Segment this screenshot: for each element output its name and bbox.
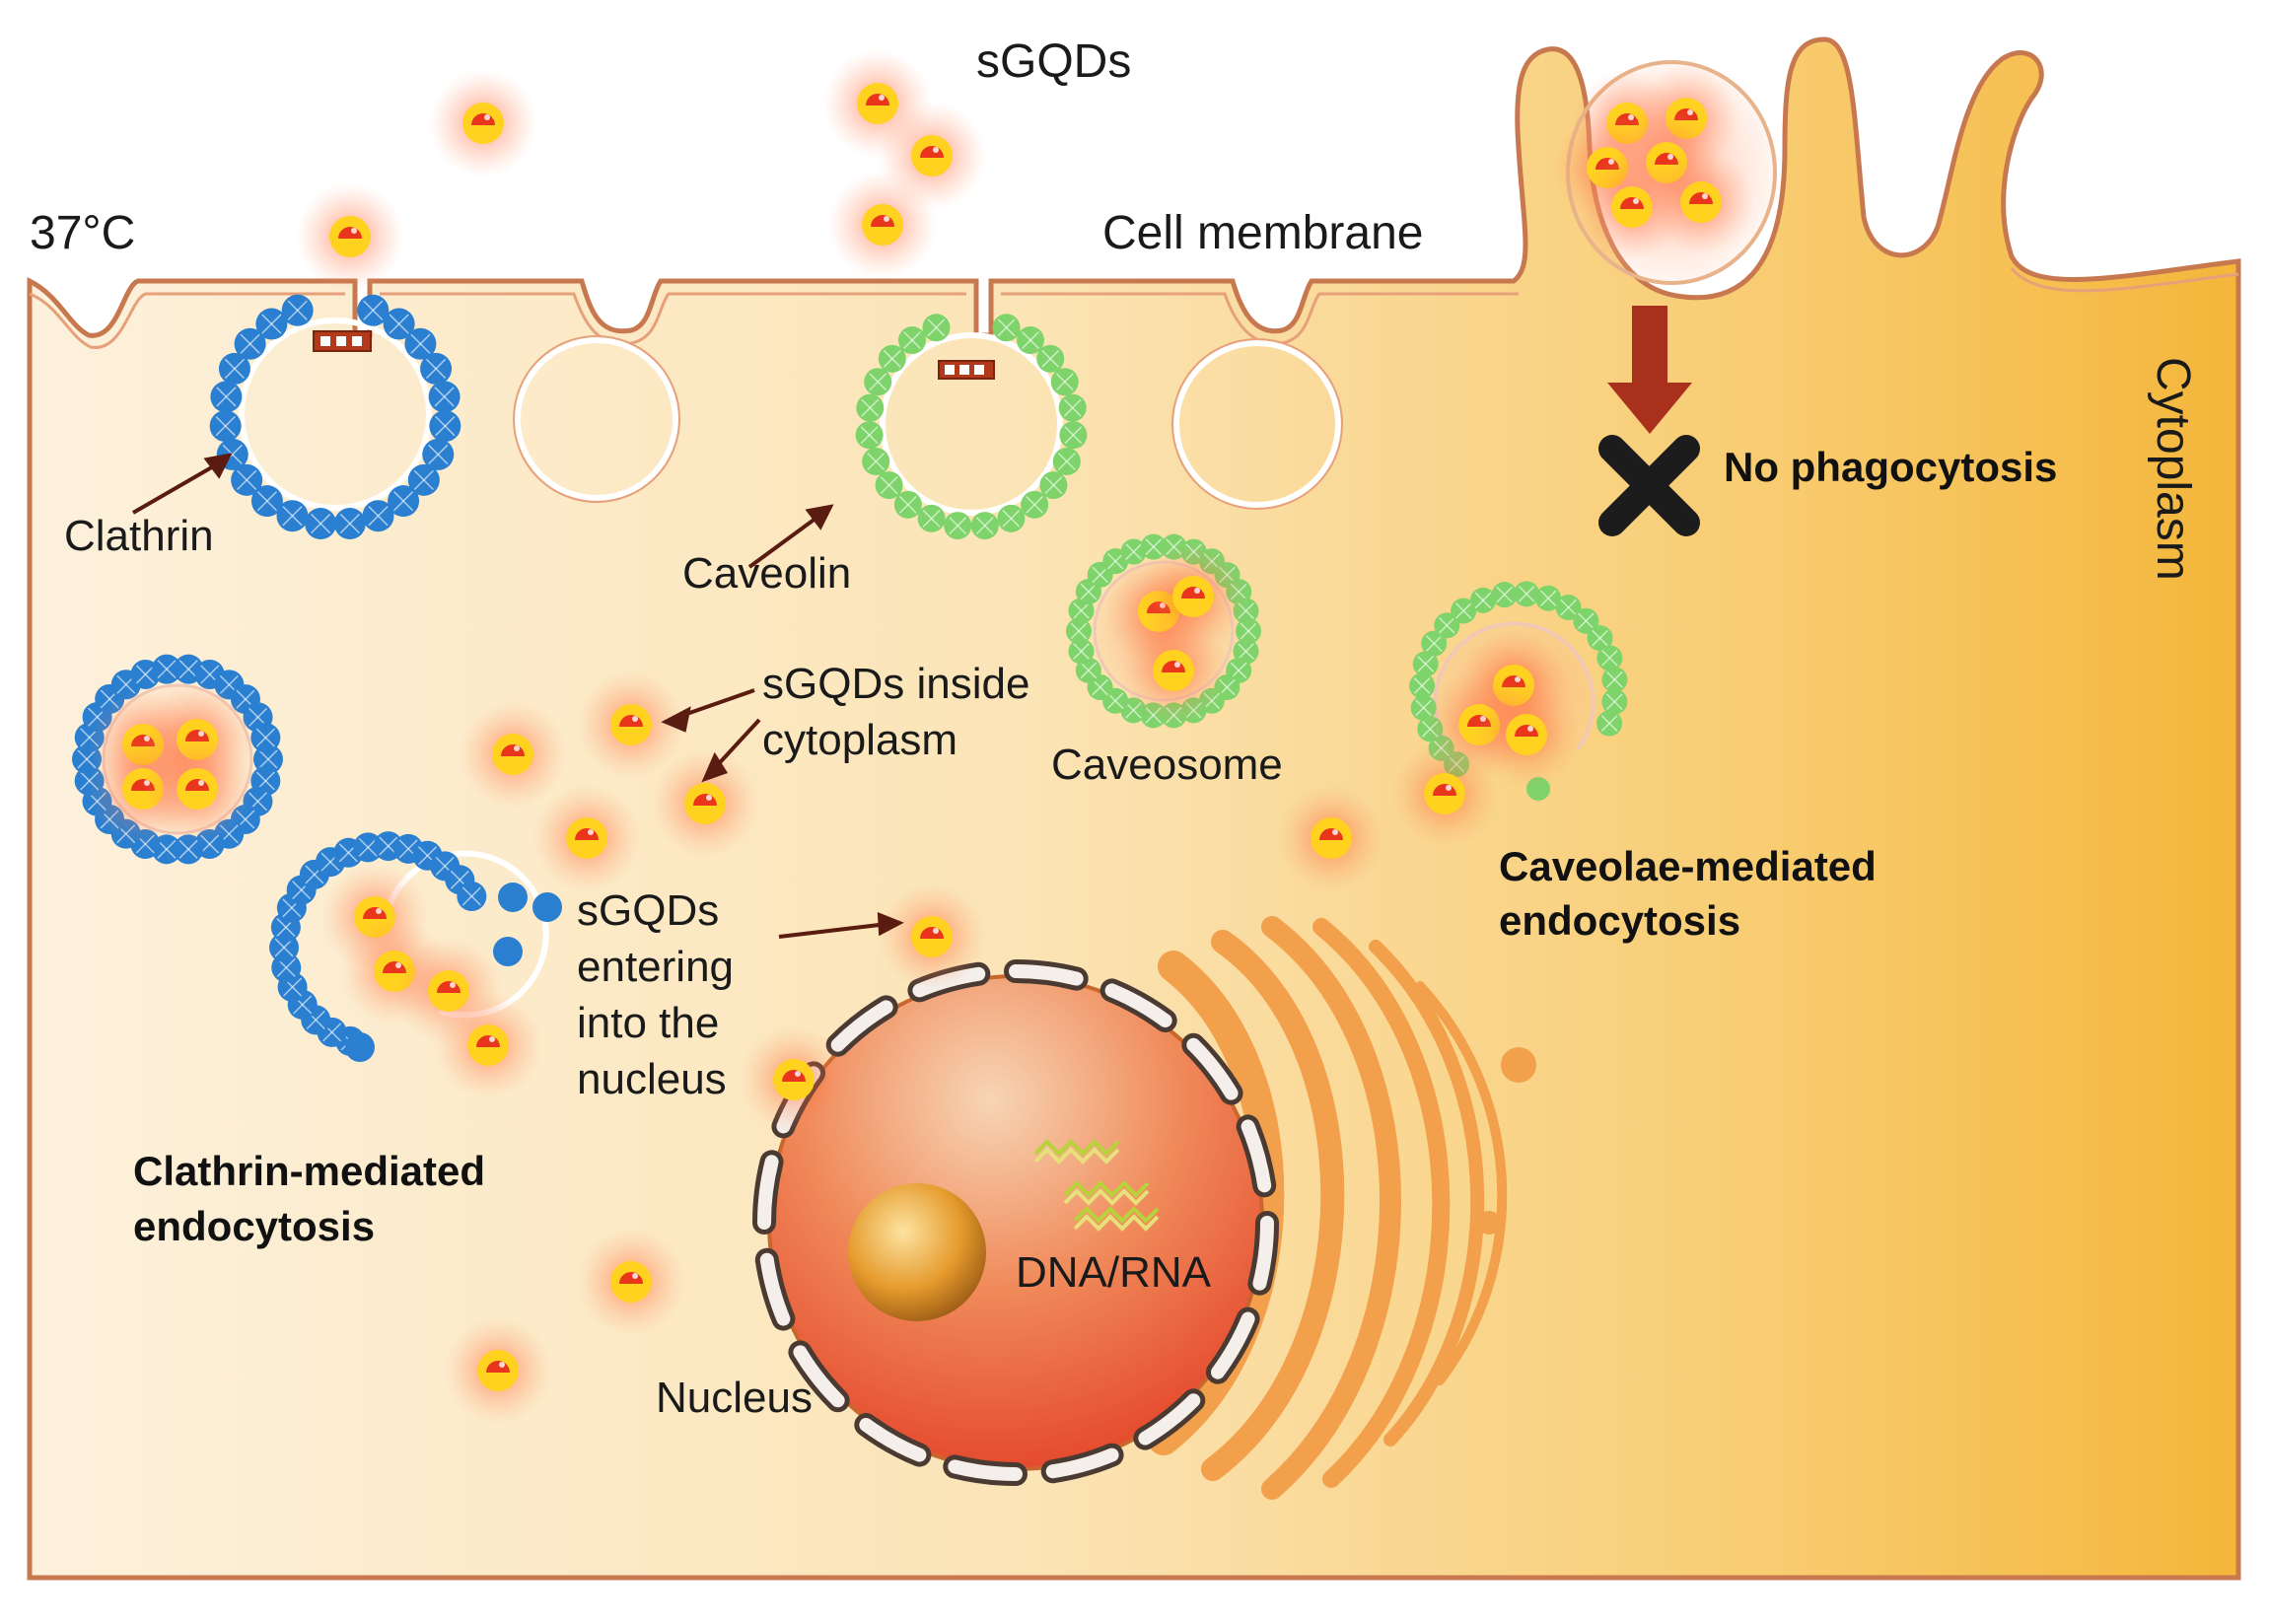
- sgqds-entering-label-2: entering: [577, 943, 734, 991]
- sgqd-particle: [1277, 784, 1385, 892]
- sgqd-particle: [651, 749, 759, 858]
- sgqd-particle: [296, 182, 404, 291]
- coat-protein: [493, 937, 523, 966]
- sgqd-particle: [828, 171, 937, 279]
- clathrin-label: Clathrin: [64, 512, 214, 560]
- sgqd-particle: [577, 1228, 685, 1336]
- caveolin-label: Caveolin: [682, 549, 851, 598]
- dna-rna-label: DNA/RNA: [1016, 1248, 1212, 1297]
- sgqds-entering-label-1: sGQDs: [577, 886, 719, 935]
- golgi-apparatus: [1148, 916, 1508, 1500]
- caveolin-coated-pit: [855, 314, 1088, 540]
- blocked-arrow: [1607, 306, 1692, 434]
- coat-protein: [532, 892, 562, 922]
- pointer-arrows: [131, 453, 904, 939]
- cell-membrane-label: Cell membrane: [1102, 207, 1423, 259]
- sgqd-particles: [89, 49, 1755, 1425]
- golgi-vesicles: [1477, 1047, 1536, 1235]
- caveosome-label: Caveosome: [1051, 741, 1283, 789]
- sgqd-particle: [577, 671, 685, 779]
- sgqd-particle: [429, 69, 537, 177]
- sgqd-particle: [1390, 740, 1499, 848]
- nucleus-label: Nucleus: [656, 1374, 813, 1422]
- sgqd-particle: [1472, 680, 1581, 789]
- clathrin-mediated-label-1: Clathrin-mediated: [133, 1148, 485, 1194]
- sgqds-entering-label-4: nucleus: [577, 1055, 727, 1103]
- coat-protein: [498, 883, 528, 912]
- sgqd-particle: [740, 1025, 848, 1134]
- sgqd-particle: [878, 883, 986, 991]
- sgqd-particle: [434, 991, 542, 1099]
- coat-protein: [345, 1032, 375, 1062]
- caveolae-mediated-label-2: endocytosis: [1499, 897, 1740, 944]
- clathrin-mediated-label-2: endocytosis: [133, 1203, 375, 1249]
- uncoating-clathrin-vesicle: [269, 831, 562, 1062]
- sgqd-particle: [532, 784, 641, 892]
- clathrin-coated-pit: [209, 294, 461, 540]
- sgqd-particle: [143, 735, 251, 843]
- nucleolus: [848, 1183, 986, 1321]
- cytoplasm-label: Cytoplasm: [2147, 357, 2199, 581]
- dna-rna-strands: [1033, 1139, 1160, 1232]
- sgqds-inside-label-1: sGQDs inside: [762, 660, 1029, 708]
- nucleus: [752, 959, 1279, 1486]
- sgqds-inside-label-2: cytoplasm: [762, 716, 957, 764]
- sgqds-entering-label-3: into the: [577, 999, 719, 1047]
- clathrin-coat: [209, 294, 461, 540]
- empty-vesicle: [515, 337, 678, 501]
- caveolae-mediated-label-1: Caveolae-mediated: [1499, 843, 1877, 889]
- sgqd-particle: [1119, 616, 1228, 725]
- empty-vesicle: [1173, 340, 1341, 508]
- cross-icon: [1598, 435, 1700, 536]
- sgqd-particle: [1647, 148, 1755, 256]
- temperature-label: 37°C: [30, 207, 135, 259]
- sgqd-particle: [444, 1316, 552, 1425]
- sgqd-particle: [459, 700, 567, 809]
- no-phagocytosis-label: No phagocytosis: [1724, 444, 2057, 490]
- sgqds-label: sGQDs: [976, 35, 1131, 88]
